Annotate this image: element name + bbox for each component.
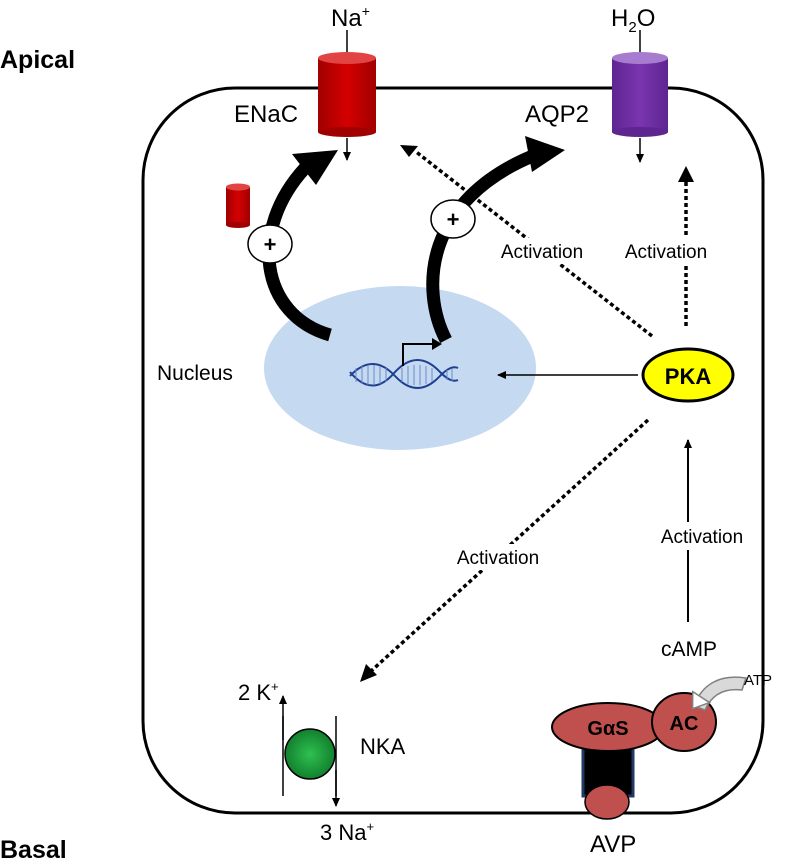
basal-label: Basal bbox=[0, 836, 67, 860]
aqp2-channel bbox=[612, 30, 668, 163]
avp-label: AVP bbox=[590, 831, 636, 858]
dna-helix-icon bbox=[349, 338, 459, 389]
apical-label: Apical bbox=[0, 46, 75, 74]
enac-vesicle bbox=[226, 183, 250, 228]
enac-label: ENaC bbox=[234, 101, 298, 128]
na-top-label: Na+ bbox=[331, 3, 370, 32]
aqp2-synthesis-arrow bbox=[426, 136, 565, 343]
activation-arrow-nka bbox=[360, 418, 650, 682]
cell-membrane bbox=[141, 86, 765, 815]
activation-label-aqp2: Activation bbox=[625, 242, 707, 263]
gas-protein: GαS bbox=[551, 702, 665, 752]
plus-circle-right: + bbox=[430, 199, 476, 239]
enac-channel bbox=[318, 30, 376, 161]
atp-label: ATP bbox=[744, 672, 772, 689]
activation-label-camp: Activation bbox=[661, 527, 743, 548]
activation-label-nka: Activation bbox=[457, 548, 539, 569]
plus-circle-left: + bbox=[247, 224, 293, 264]
pka-label: PKA bbox=[665, 364, 712, 389]
na-out-label: 3 Na+ bbox=[320, 819, 374, 845]
ac-label: AC bbox=[670, 713, 699, 735]
atp-conversion-arrow bbox=[691, 676, 747, 711]
gas-label: GαS bbox=[587, 718, 628, 740]
k-in-label: 2 K+ bbox=[238, 679, 279, 705]
nucleus-label: Nucleus bbox=[157, 362, 233, 385]
camp-label: cAMP bbox=[661, 638, 717, 661]
nka-label: NKA bbox=[360, 734, 406, 759]
pka-kinase: PKA bbox=[641, 347, 735, 403]
nka-pump bbox=[279, 695, 340, 807]
plus-label-right: + bbox=[447, 207, 460, 232]
aqp2-label: AQP2 bbox=[525, 101, 589, 128]
plus-label-left: + bbox=[264, 232, 277, 257]
h2o-label: H2O bbox=[611, 5, 655, 36]
activation-label-enac: Activation bbox=[501, 242, 583, 263]
enac-synthesis-arrow bbox=[262, 150, 338, 342]
